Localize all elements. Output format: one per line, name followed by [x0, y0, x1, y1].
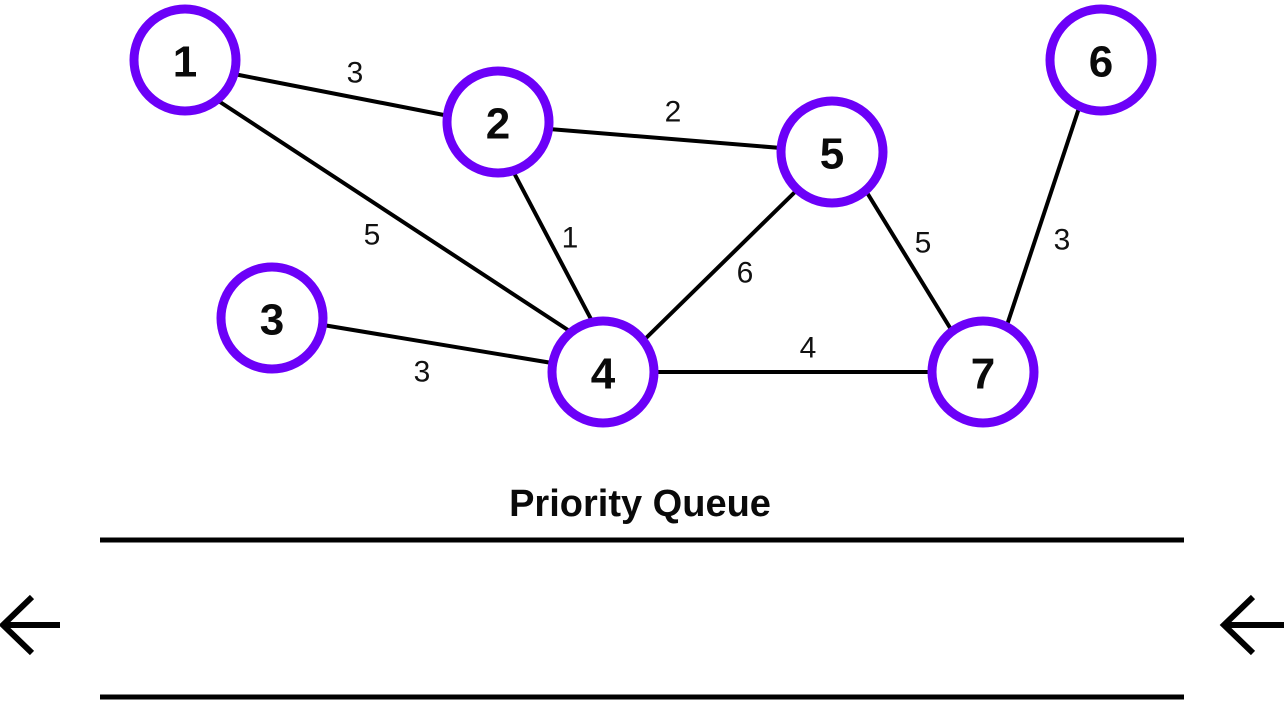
priority-queue-title: Priority Queue: [509, 483, 771, 525]
edge-5-7: [864, 189, 954, 333]
edge-weight-2-5: 2: [665, 96, 682, 129]
edge-weight-3-4: 3: [414, 356, 431, 389]
arrow-left-icon: [0, 594, 60, 656]
edge-weight-1-4: 5: [364, 219, 381, 252]
edge-weight-4-7: 4: [800, 332, 817, 365]
edge-2-4: [511, 170, 594, 322]
graph-node-2[interactable]: 2: [442, 66, 554, 178]
graph-node-6[interactable]: 6: [1045, 4, 1157, 116]
edge-weight-5-7: 5: [915, 227, 932, 260]
graph-node-5[interactable]: 5: [776, 96, 888, 208]
node-label-1: 1: [173, 38, 197, 87]
nodes-group: 1 2 3 4 5 6 7: [129, 4, 1157, 428]
node-circle-2[interactable]: [442, 66, 554, 178]
node-label-6: 6: [1089, 38, 1113, 87]
edge-weights-group: 3 5 2 1 3 6 4 5 3: [347, 57, 1071, 389]
priority-queue-section: Priority Queue: [0, 483, 1284, 700]
node-label-2: 2: [486, 100, 510, 149]
node-label-4: 4: [591, 350, 616, 399]
node-circle-1[interactable]: [129, 4, 241, 116]
node-circle-5[interactable]: [776, 96, 888, 208]
edge-6-7: [1005, 107, 1081, 326]
node-circle-4[interactable]: [547, 316, 659, 428]
graph-node-3[interactable]: 3: [216, 262, 328, 374]
node-label-5: 5: [820, 130, 844, 179]
graph-node-4[interactable]: 4: [547, 316, 659, 428]
node-label-3: 3: [260, 296, 284, 345]
edge-weight-4-5: 6: [737, 257, 754, 290]
edge-2-5: [548, 127, 782, 150]
edge-3-4: [322, 323, 553, 365]
node-circle-6[interactable]: [1045, 4, 1157, 116]
node-label-7: 7: [971, 350, 995, 399]
edge-weight-1-2: 3: [347, 57, 364, 90]
graph-node-7[interactable]: 7: [927, 316, 1039, 428]
graph-node-1[interactable]: 1: [129, 4, 241, 116]
edge-4-5: [641, 188, 799, 343]
edge-1-2: [233, 72, 450, 118]
edge-1-4: [215, 98, 573, 334]
edge-weight-2-4: 1: [562, 222, 579, 255]
node-circle-7[interactable]: [927, 316, 1039, 428]
arrow-right-side-left-icon: [1219, 594, 1284, 656]
edges-group: [215, 72, 1081, 374]
edge-weight-6-7: 3: [1054, 224, 1071, 257]
node-circle-3[interactable]: [216, 262, 328, 374]
